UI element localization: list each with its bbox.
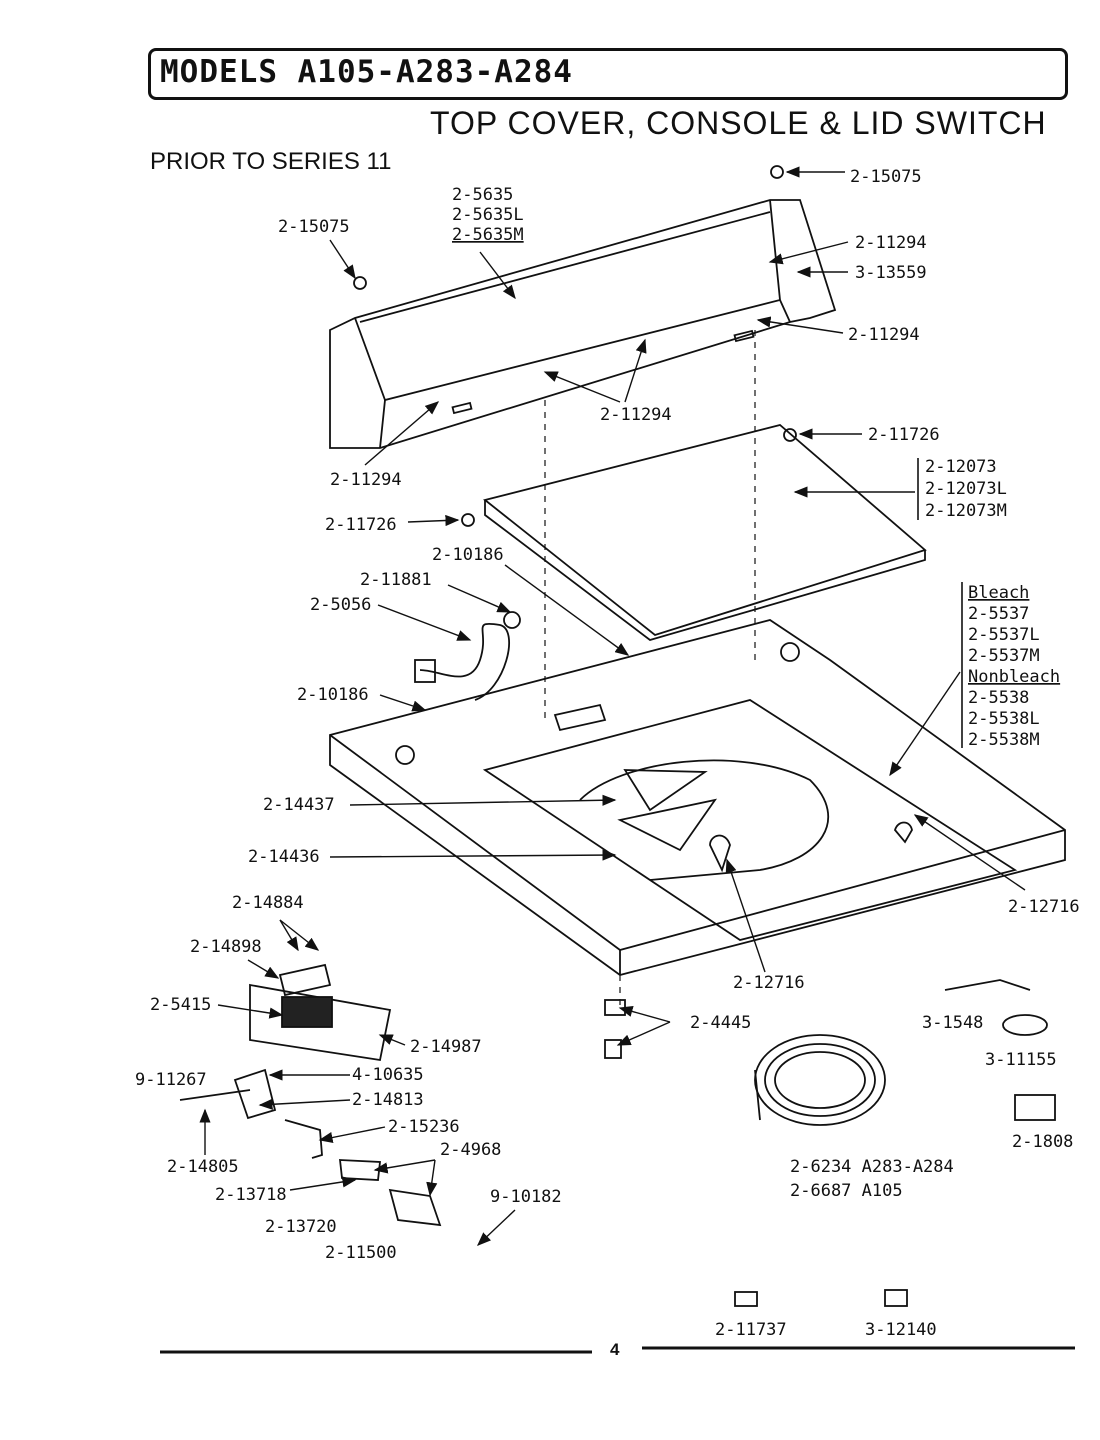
label-2-12716-right: 2-12716 <box>1008 897 1080 917</box>
label-top-heading-bleach: Bleach <box>968 583 1029 603</box>
label-console-a: 2-5635 <box>452 185 513 205</box>
label-2-5415: 2-5415 <box>150 995 211 1015</box>
label-2-15236: 2-15236 <box>388 1117 460 1137</box>
label-4-10635: 4-10635 <box>352 1065 424 1085</box>
label-2-15075-left: 2-15075 <box>278 217 350 237</box>
label-2-11500: 2-11500 <box>325 1243 397 1263</box>
leader-lines <box>199 166 1026 1246</box>
label-2-15075-top: 2-15075 <box>850 167 922 187</box>
label-2-14884: 2-14884 <box>232 893 304 913</box>
label-9-10182: 9-10182 <box>490 1187 562 1207</box>
models-header: MODELS A105-A283-A284 <box>160 54 573 90</box>
label-2-13718: 2-13718 <box>215 1185 287 1205</box>
label-9-11267: 9-11267 <box>135 1070 207 1090</box>
label-2-11294-c: 2-11294 <box>600 405 672 425</box>
clamp-ring-drawing <box>1002 1014 1048 1036</box>
label-top-c: 2-5537M <box>968 646 1040 666</box>
power-cord-drawing <box>414 611 521 701</box>
alignment-guides <box>544 330 756 1010</box>
label-2-11737: 2-11737 <box>715 1320 787 1340</box>
label-2-14436: 2-14436 <box>248 847 320 867</box>
label-2-1808: 2-1808 <box>1012 1132 1073 1152</box>
label-top-e: 2-5538L <box>968 709 1040 729</box>
label-3-11155: 3-11155 <box>985 1050 1057 1070</box>
label-2-10186-a: 2-10186 <box>432 545 504 565</box>
label-3-1548: 3-1548 <box>922 1013 983 1033</box>
connector-drawing <box>1014 1094 1056 1121</box>
label-2-11881: 2-11881 <box>360 570 432 590</box>
clamp-drawing <box>944 979 1031 991</box>
terminal-drawing-a <box>734 1291 758 1307</box>
label-top-f: 2-5538M <box>968 730 1040 750</box>
label-3-12140: 3-12140 <box>865 1320 937 1340</box>
wire-harness-drawing <box>754 1034 886 1126</box>
label-console-b: 2-5635L <box>452 205 524 225</box>
diagram-title: TOP COVER, CONSOLE & LID SWITCH <box>430 105 1047 141</box>
console-panel-drawing <box>329 199 837 449</box>
label-lid-c: 2-12073M <box>925 501 1007 521</box>
lid-drawing <box>483 424 927 641</box>
label-top-heading-nonbleach: Nonbleach <box>968 667 1060 687</box>
label-2-14805: 2-14805 <box>167 1157 239 1177</box>
label-console-c: 2-5635M <box>452 225 524 245</box>
label-2-14437: 2-14437 <box>263 795 335 815</box>
label-2-14987: 2-14987 <box>410 1037 482 1057</box>
label-2-4445: 2-4445 <box>690 1013 751 1033</box>
label-2-11294-a: 2-11294 <box>855 233 927 253</box>
page-number: 4 <box>610 1340 620 1359</box>
diagram-subtitle: PRIOR TO SERIES 11 <box>150 148 392 175</box>
label-2-11726-left: 2-11726 <box>325 515 397 535</box>
label-2-11726-right: 2-11726 <box>868 425 940 445</box>
label-harness-a: 2-6234 A283-A284 <box>790 1157 954 1177</box>
label-lid-b: 2-12073L <box>925 479 1007 499</box>
terminal-drawing-b <box>884 1289 908 1307</box>
label-2-10186-b: 2-10186 <box>297 685 369 705</box>
label-3-13559: 3-13559 <box>855 263 927 283</box>
label-harness-b: 2-6687 A105 <box>790 1181 903 1201</box>
footer-rules <box>160 1346 1075 1354</box>
bolt-drawing <box>604 1039 622 1059</box>
models-header-box <box>148 48 1068 100</box>
label-2-11294-d: 2-11294 <box>330 470 402 490</box>
label-2-5056: 2-5056 <box>310 595 371 615</box>
label-2-14898: 2-14898 <box>190 937 262 957</box>
label-top-d: 2-5538 <box>968 688 1029 708</box>
top-cover-drawing <box>329 619 1066 976</box>
leveling-foot-drawing <box>604 999 626 1016</box>
label-2-12716-center: 2-12716 <box>733 973 805 993</box>
label-top-b: 2-5537L <box>968 625 1040 645</box>
label-2-14813: 2-14813 <box>352 1090 424 1110</box>
label-2-11294-b: 2-11294 <box>848 325 920 345</box>
label-2-13720: 2-13720 <box>265 1217 337 1237</box>
label-lid-a: 2-12073 <box>925 457 997 477</box>
label-2-4968: 2-4968 <box>440 1140 501 1160</box>
label-brackets <box>917 458 963 748</box>
label-top-a: 2-5537 <box>968 604 1029 624</box>
